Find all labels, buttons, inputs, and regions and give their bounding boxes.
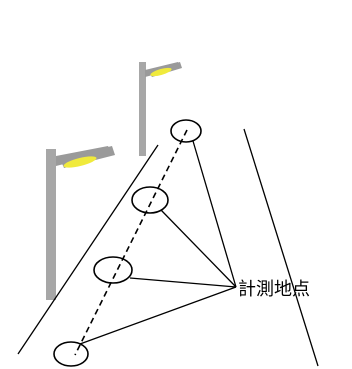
leader-line-4 [79,286,237,345]
leader-lines [79,140,237,345]
lamp-pole [139,62,146,156]
leader-line-3 [129,277,237,288]
leader-line-2 [160,209,237,288]
lamp-light [63,156,97,168]
lamp-light [150,67,172,77]
measurement-point-3 [93,256,133,284]
measurement-point-2 [131,186,169,214]
road-edge-right [243,128,319,367]
road-edge-left [17,144,159,355]
measurement-point-4 [53,341,89,367]
measurement-point-1 [170,119,202,143]
leader-line-1 [192,140,237,288]
lamp-pole [46,149,56,300]
center-line-dashed [74,129,188,356]
street-lamp-icon-front [46,146,115,300]
measurement-point-label: 計測地点 [238,279,310,300]
street-lamp-icon-back [139,62,182,156]
